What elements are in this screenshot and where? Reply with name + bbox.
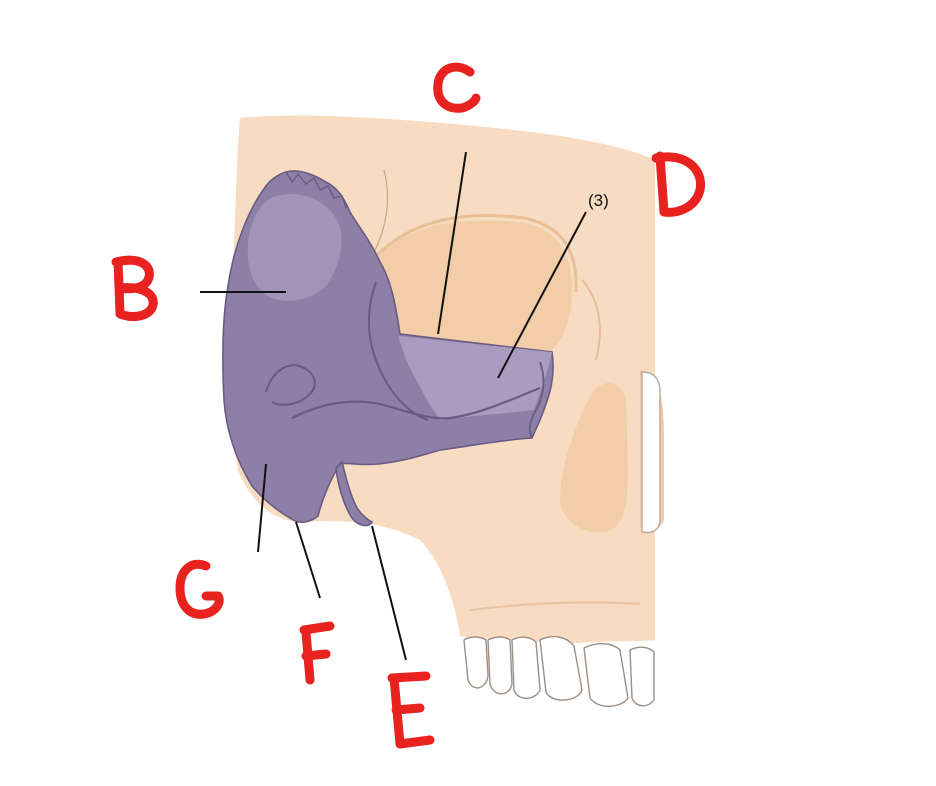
leader-line-g [257, 463, 267, 553]
letter-c [433, 62, 481, 113]
jagged-edge [285, 171, 347, 209]
letter-g [175, 559, 224, 619]
leader-line-c [437, 151, 467, 335]
fracture-edge [529, 361, 545, 439]
leader-line-3 [497, 211, 587, 379]
letter-f [299, 621, 335, 685]
letter-e [387, 671, 435, 749]
highlighted-bone-highlight [247, 194, 342, 301]
label-3: (3) [588, 191, 609, 210]
descending-process [335, 460, 374, 527]
letter-b [111, 255, 158, 321]
leader-line-f [295, 521, 321, 599]
orbit [378, 220, 572, 352]
tooth [583, 643, 629, 707]
orbit-rim [374, 214, 578, 293]
highlighted-bone [222, 170, 554, 527]
tooth [539, 635, 583, 701]
teeth [463, 635, 655, 707]
leader-line-e [371, 525, 407, 661]
letter-d [651, 151, 706, 217]
tooth [463, 636, 489, 689]
tooth [487, 636, 513, 695]
tooth [511, 636, 541, 699]
crease [368, 281, 429, 421]
maxilla-lower-contour [469, 601, 641, 611]
crease [291, 386, 541, 420]
zygomatic-contour [581, 279, 601, 361]
nasal-cavity [641, 371, 661, 534]
leader-lines [200, 151, 587, 661]
maxillary-fossa [560, 383, 628, 533]
tooth [629, 646, 655, 707]
fracture-edge [265, 364, 316, 406]
